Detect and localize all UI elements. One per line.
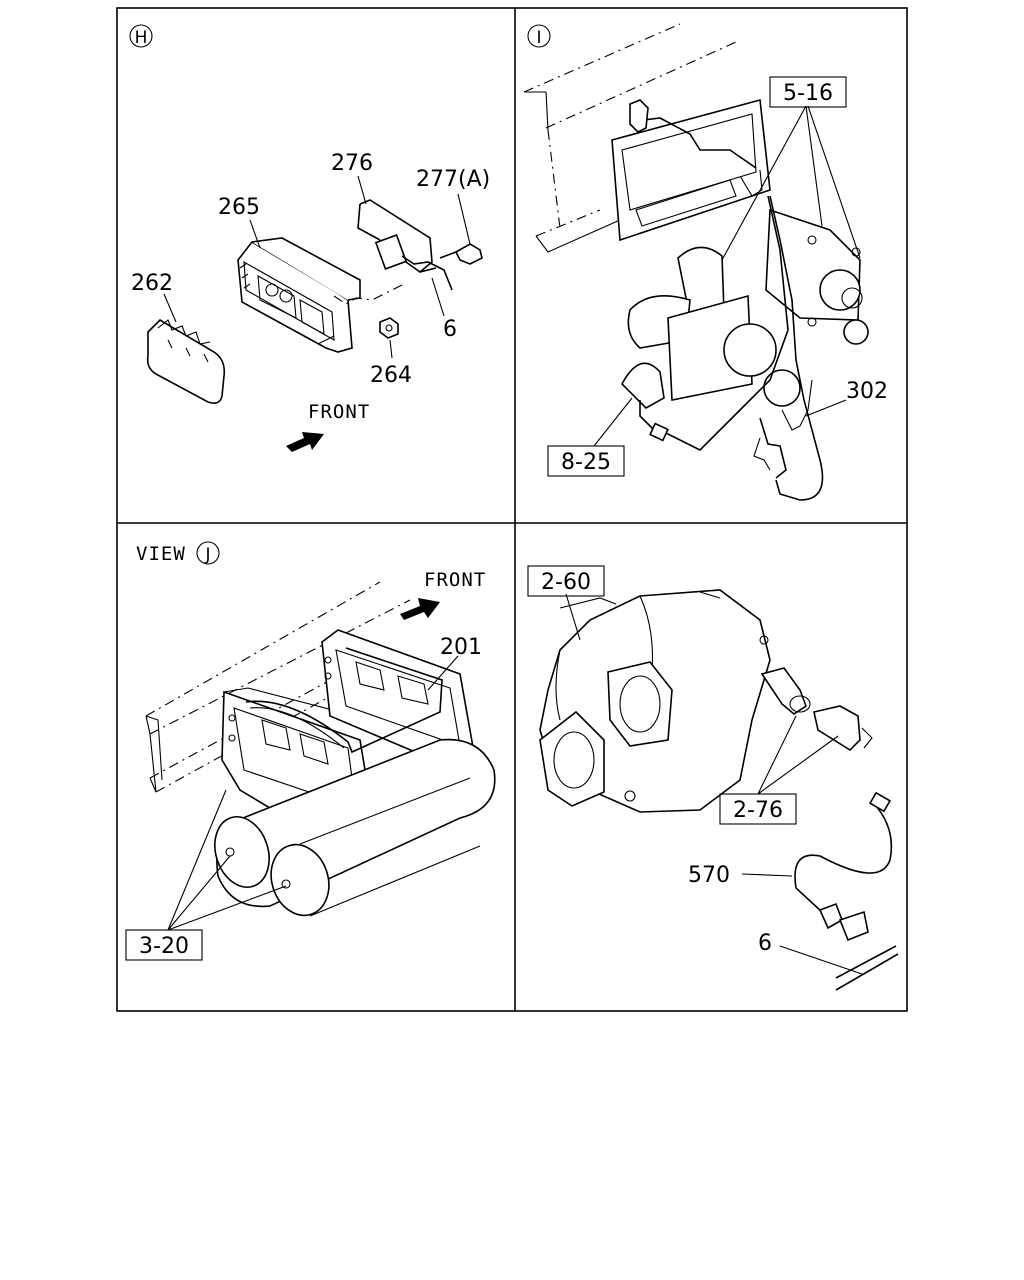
view-marker-h: H <box>135 28 148 48</box>
front-arrow-icon <box>286 432 324 452</box>
callout-box-2-76 <box>719 793 797 825</box>
part-label-264: 264 <box>370 363 412 388</box>
part-label-201: 201 <box>440 635 482 660</box>
front-label-j: FRONT <box>424 569 486 591</box>
callout-5-16: 5-16 <box>783 81 833 106</box>
sensor-wire <box>759 417 787 479</box>
part-label-6-k: 6 <box>758 931 772 956</box>
part-label-265: 265 <box>218 195 260 220</box>
callout-box-8-25 <box>547 445 625 477</box>
panel-j: VIEW J FRONT 201 <box>125 541 496 961</box>
callout-8-25: 8-25 <box>561 450 611 475</box>
view-marker-circle <box>129 24 153 48</box>
wire-570 <box>794 805 893 921</box>
view-marker-i: I <box>536 28 541 48</box>
callout-box-2-60 <box>527 565 605 597</box>
callout-2-60: 2-60 <box>541 570 591 595</box>
part-label-6: 6 <box>443 317 457 342</box>
callout-3-20: 3-20 <box>139 934 189 959</box>
harness-6 <box>835 945 899 991</box>
sensor-2-76 <box>760 667 807 715</box>
panel-i: I <box>523 23 888 501</box>
part-label-276: 276 <box>331 151 373 176</box>
part-label-302: 302 <box>846 379 888 404</box>
view-prefix: VIEW <box>136 543 186 565</box>
front-arrow-icon-j <box>400 598 440 620</box>
view-marker-j: J <box>204 545 210 565</box>
callout-box-3-20 <box>125 929 203 961</box>
harness-201 <box>245 647 443 754</box>
front-label: FRONT <box>308 401 370 423</box>
wire-302 <box>769 195 824 501</box>
bolt-277 <box>454 243 483 265</box>
bracket-plate-262 <box>146 318 226 404</box>
harness-276 <box>359 199 433 273</box>
sensor-8-25 <box>621 362 665 409</box>
part-label-262: 262 <box>131 271 173 296</box>
part-label-277: 277(A) <box>416 167 490 192</box>
diagram-frame <box>116 7 908 1012</box>
callout-box-5-16 <box>769 76 847 108</box>
nut-264 <box>379 317 399 339</box>
panel-k: 2-60 2-76 570 6 <box>527 565 899 991</box>
part-label-570: 570 <box>688 863 730 888</box>
callout-2-76: 2-76 <box>733 798 783 823</box>
panel-h: H 276 277(A) <box>129 24 490 452</box>
